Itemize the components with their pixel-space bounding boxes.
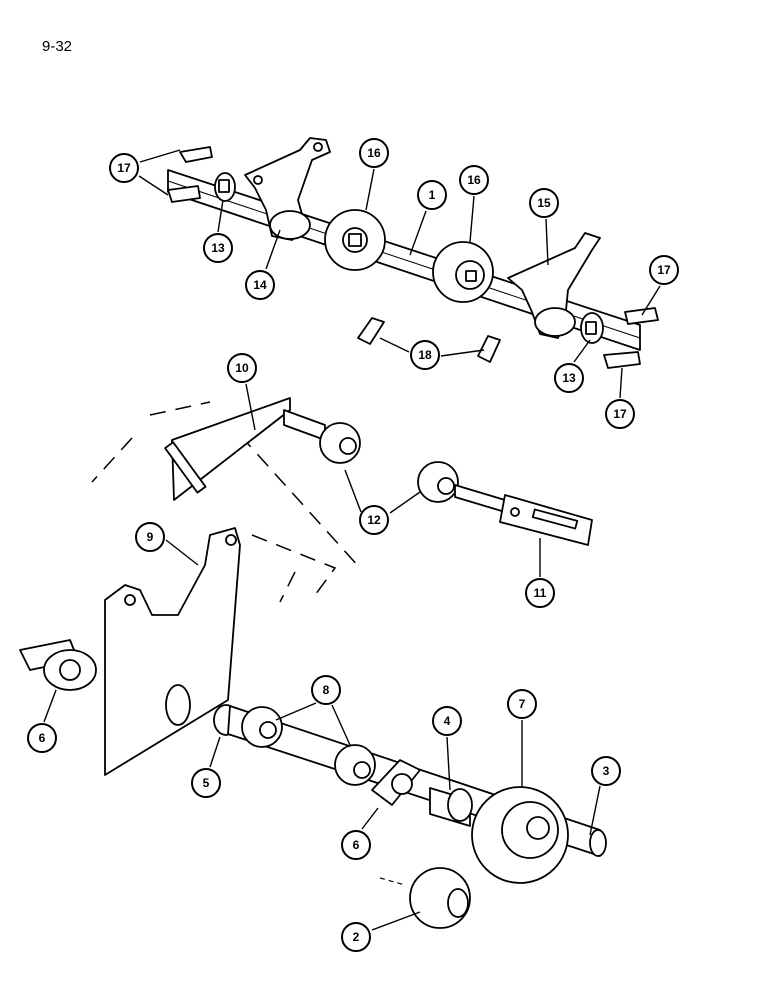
- callout-label: 16: [367, 146, 381, 160]
- callout-circle: [311, 675, 341, 705]
- callout-label: 16: [467, 173, 481, 187]
- callout-label: 1: [429, 188, 436, 202]
- callout-13: 13: [554, 363, 584, 393]
- upper-shaft-assembly: [167, 137, 659, 369]
- callout-13: 13: [203, 233, 233, 263]
- chain-link-left: [357, 317, 385, 345]
- callout-circle: [529, 188, 559, 218]
- page-number: 9-32: [42, 38, 73, 55]
- callout-label: 4: [444, 714, 451, 728]
- sprocket-left: [324, 209, 386, 271]
- callout-12: 12: [359, 505, 389, 535]
- callout-16: 16: [359, 138, 389, 168]
- callout-circle: [245, 270, 275, 300]
- callout-label: 13: [562, 371, 576, 385]
- chain-link-right: [477, 335, 501, 363]
- middle-assembly: [91, 397, 593, 603]
- slotted-bar: [171, 397, 291, 501]
- callout-circle: [605, 399, 635, 429]
- callout-8: 8: [311, 675, 341, 705]
- callout-circle: [507, 689, 537, 719]
- callout-circle: [227, 353, 257, 383]
- callout-3: 3: [591, 756, 621, 786]
- small-gear: [409, 867, 471, 929]
- callout-label: 6: [39, 731, 46, 745]
- callout-circle: [459, 165, 489, 195]
- callout-circle: [135, 522, 165, 552]
- callout-label: 13: [211, 241, 225, 255]
- clip-lower-left: [167, 185, 201, 203]
- callout-circle: [432, 706, 462, 736]
- sprocket-right: [432, 241, 494, 303]
- lower-assembly: [19, 527, 607, 929]
- callout-17: 17: [605, 399, 635, 429]
- clip-lower-right: [603, 351, 641, 369]
- callout-label: 15: [537, 196, 551, 210]
- callout-label: 6: [353, 838, 360, 852]
- callout-circle: [554, 363, 584, 393]
- callout-circle: [341, 922, 371, 952]
- callout-7: 7: [507, 689, 537, 719]
- callout-17: 17: [109, 153, 139, 183]
- mounting-plate: [104, 527, 241, 776]
- callout-circle: [525, 578, 555, 608]
- callout-label: 17: [657, 263, 671, 277]
- callout-circle: [359, 138, 389, 168]
- callout-circle: [410, 340, 440, 370]
- callout-16: 16: [459, 165, 489, 195]
- clip-upper-right: [624, 307, 659, 325]
- callout-18: 18: [410, 340, 440, 370]
- callout-label: 18: [418, 348, 432, 362]
- callout-17: 17: [649, 255, 679, 285]
- callout-label: 7: [519, 697, 526, 711]
- callout-label: 2: [353, 930, 360, 944]
- leader-lines: [43, 149, 661, 931]
- clip-upper-left: [179, 146, 213, 163]
- callout-15: 15: [529, 188, 559, 218]
- sprocket-lower-left: [241, 706, 283, 748]
- callout-1: 1: [417, 180, 447, 210]
- callout-label: 9: [147, 530, 154, 544]
- slotted-shaft-arm: [454, 484, 506, 513]
- callout-11: 11: [525, 578, 555, 608]
- callout-label: 11: [534, 586, 547, 600]
- callout-9: 9: [135, 522, 165, 552]
- callout-circle: [359, 505, 389, 535]
- callout-circle: [591, 756, 621, 786]
- callout-10: 10: [227, 353, 257, 383]
- callout-circle: [203, 233, 233, 263]
- callout-circle: [191, 768, 221, 798]
- callout-2: 2: [341, 922, 371, 952]
- left-bearing-bracket: [244, 137, 331, 241]
- sprocket-lower-right: [334, 744, 376, 786]
- callout-label: 17: [613, 407, 627, 421]
- callout-circle: [417, 180, 447, 210]
- callout-5: 5: [191, 768, 221, 798]
- callout-14: 14: [245, 270, 275, 300]
- callout-circle: [27, 723, 57, 753]
- callout-circle: [109, 153, 139, 183]
- right-bearing-bracket: [507, 232, 601, 339]
- sprocket-middle-right: [417, 461, 459, 503]
- callout-label: 5: [203, 776, 210, 790]
- callout-label: 8: [323, 683, 330, 697]
- callout-label: 14: [253, 278, 267, 292]
- callout-label: 17: [117, 161, 131, 175]
- callout-6: 6: [341, 830, 371, 860]
- callout-layer: 17 13 14 16 1 16 15 17 18 13 17 10 12 9 11 8 7 4 6 5 3 6 2: [27, 138, 679, 952]
- callout-4: 4: [432, 706, 462, 736]
- large-gear: [471, 786, 569, 884]
- sprocket-middle-left: [319, 422, 361, 464]
- callout-circle: [341, 830, 371, 860]
- callout-circle: [649, 255, 679, 285]
- callout-label: 3: [603, 764, 610, 778]
- callout-label: 10: [235, 361, 249, 375]
- callout-6: 6: [27, 723, 57, 753]
- callout-label: 12: [367, 513, 381, 527]
